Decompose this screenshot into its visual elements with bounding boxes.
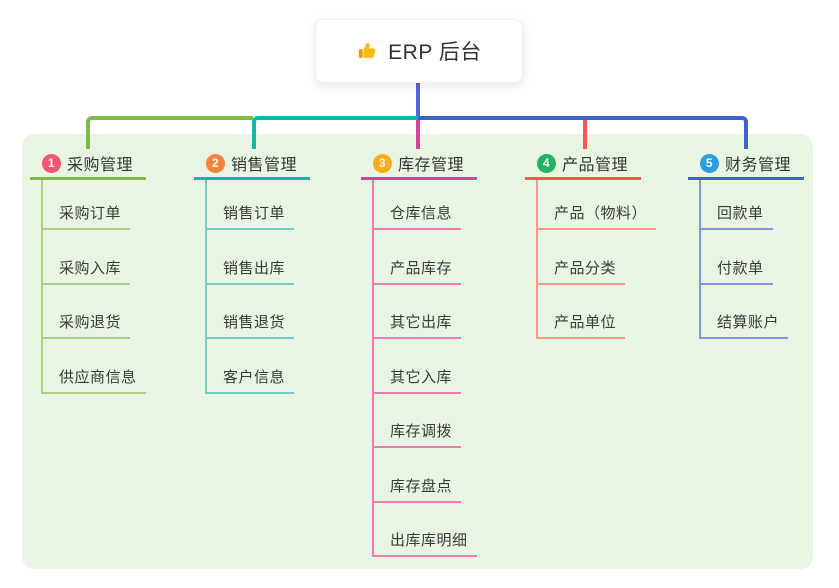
branch-item: 采购入库 [43, 230, 146, 285]
branch-item-node[interactable]: 仓库信息 [374, 202, 462, 230]
branch-item: 库存调拨 [374, 394, 477, 448]
branch-item: 库存盘点 [374, 448, 477, 503]
branch-item-node[interactable]: 出库库明细 [374, 529, 477, 557]
connector-branch-2 [252, 116, 419, 149]
branch-item-node[interactable]: 产品库存 [374, 257, 462, 285]
branch-number-badge: 5 [700, 153, 719, 173]
branch-item: 出库库明细 [374, 503, 477, 557]
branch-item-node[interactable]: 销售退货 [207, 311, 295, 339]
branch-item: 销售退货 [207, 285, 310, 339]
branch-item-node[interactable]: 其它出库 [374, 311, 462, 339]
branch-item-node[interactable]: 客户信息 [207, 366, 295, 394]
branch-item: 产品（物料） [538, 180, 657, 230]
branch-item: 回款单 [701, 180, 804, 230]
branch-item: 销售出库 [207, 230, 310, 285]
branch-item-node[interactable]: 销售订单 [207, 202, 295, 230]
branch-item-node[interactable]: 库存盘点 [374, 475, 462, 503]
connector-branch-4 [583, 120, 587, 149]
branch-item-node[interactable]: 产品单位 [538, 311, 626, 339]
branch-item-node[interactable]: 产品分类 [538, 257, 626, 285]
branch-item-node[interactable]: 库存调拨 [374, 420, 462, 448]
branch-title-node[interactable]: 4 产品管理 [525, 149, 642, 180]
branch-1: 1 采购管理 采购订单采购入库采购退货供应商信息 [30, 149, 147, 394]
connector-branch-5 [418, 116, 748, 149]
branch-items: 产品（物料） 产品分类产品单位 [536, 180, 657, 339]
branch-item-node[interactable]: 采购订单 [43, 202, 131, 230]
branch-title-label: 采购管理 [67, 157, 134, 174]
branch-item: 客户信息 [207, 339, 310, 394]
branch-number-badge: 4 [537, 153, 556, 173]
branch-item-node[interactable]: 采购退货 [43, 311, 131, 339]
thumbs-up-icon [356, 40, 378, 62]
branch-item: 其它出库 [374, 285, 477, 339]
branch-item: 产品单位 [538, 285, 656, 339]
branch-item-node[interactable]: 采购入库 [43, 257, 131, 285]
branch-item: 仓库信息 [374, 180, 477, 230]
branch-item-node[interactable]: 结算账户 [701, 311, 789, 339]
root-title: ERP 后台 [388, 41, 482, 64]
branch-item-node[interactable]: 付款单 [701, 257, 773, 285]
branch-items: 销售订单销售出库销售退货客户信息 [205, 180, 310, 394]
branch-item: 产品库存 [374, 230, 477, 285]
branch-4: 4 产品管理 产品（物料） 产品分类产品单位 [525, 149, 657, 339]
branch-item: 销售订单 [207, 180, 310, 230]
branch-items: 仓库信息产品库存其它出库其它入库库存调拨库存盘点出库库明细 [372, 180, 477, 557]
branch-item: 采购退货 [43, 285, 146, 339]
branch-title-label: 产品管理 [562, 157, 629, 174]
branch-number-badge: 1 [42, 153, 61, 173]
branch-item: 采购订单 [43, 180, 146, 230]
branch-items: 采购订单采购入库采购退货供应商信息 [41, 180, 146, 394]
branch-item-node[interactable]: 销售出库 [207, 257, 295, 285]
branch-item-node[interactable]: 回款单 [701, 202, 773, 230]
branch-title-label: 财务管理 [725, 157, 792, 174]
branch-title-label: 销售管理 [231, 157, 298, 174]
branches-panel [22, 134, 813, 569]
root-node[interactable]: ERP 后台 [315, 19, 523, 83]
branch-title-label: 库存管理 [398, 157, 465, 174]
branch-2: 2 销售管理 销售订单销售出库销售退货客户信息 [194, 149, 311, 394]
branch-number-badge: 2 [206, 153, 225, 173]
branch-item: 结算账户 [701, 285, 804, 339]
branch-item-node[interactable]: 产品（物料） [538, 202, 657, 230]
connector-branch-3 [416, 120, 420, 149]
branch-number-badge: 3 [373, 153, 392, 173]
branch-item: 付款单 [701, 230, 804, 285]
branch-5: 5 财务管理 回款单付款单结算账户 [688, 149, 805, 339]
branch-title-node[interactable]: 1 采购管理 [30, 149, 147, 180]
connector-root [416, 82, 420, 120]
branch-title-node[interactable]: 2 销售管理 [194, 149, 311, 180]
branch-item-node[interactable]: 供应商信息 [43, 366, 146, 394]
connector-branch-1 [86, 116, 253, 149]
branch-item: 供应商信息 [43, 339, 146, 394]
branch-items: 回款单付款单结算账户 [699, 180, 804, 339]
branch-item: 其它入库 [374, 339, 477, 394]
branch-3: 3 库存管理 仓库信息产品库存其它出库其它入库库存调拨库存盘点出库库明细 [361, 149, 478, 557]
branch-item-node[interactable]: 其它入库 [374, 366, 462, 394]
branch-title-node[interactable]: 3 库存管理 [361, 149, 478, 180]
branch-item: 产品分类 [538, 230, 656, 285]
branch-title-node[interactable]: 5 财务管理 [688, 149, 805, 180]
